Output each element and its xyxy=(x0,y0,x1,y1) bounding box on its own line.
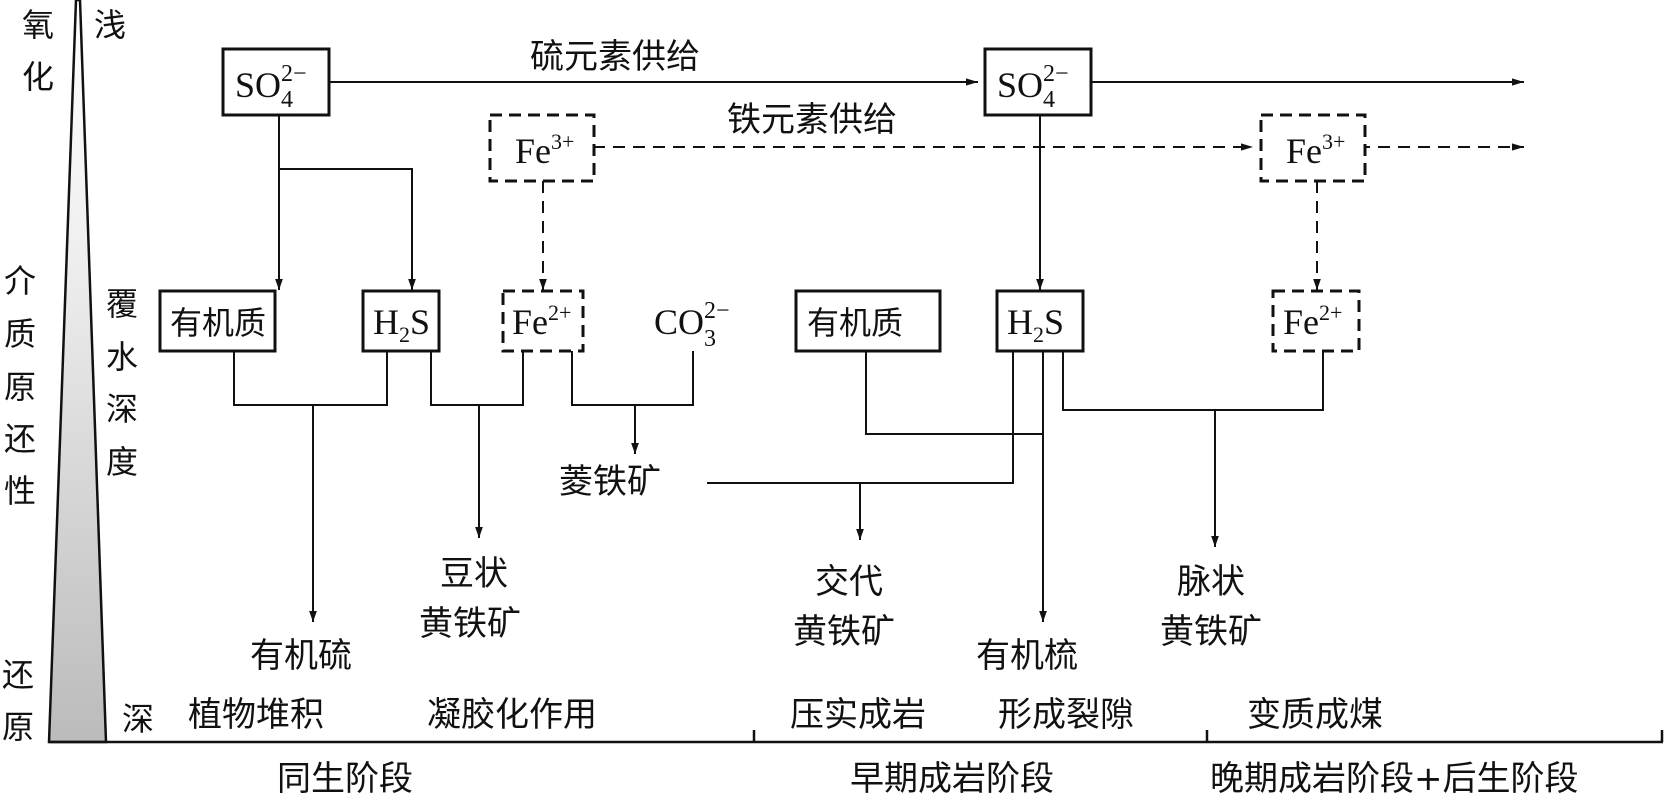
svg-text:豆状: 豆状 xyxy=(440,554,508,594)
stage-label: 同生阶段 xyxy=(277,759,413,799)
sulfate-node-1: SO42− xyxy=(221,47,331,117)
connector-organic-h2s xyxy=(233,351,388,406)
ferrous-iron-node-1: Fe2+ xyxy=(501,289,585,353)
organic-matter-node-2: 有机质 xyxy=(794,289,942,353)
organic-matter-node-1: 有机质 xyxy=(158,289,277,353)
svg-text:Fe2+: Fe2+ xyxy=(1283,300,1342,342)
svg-text:Fe3+: Fe3+ xyxy=(515,129,574,171)
svg-text:有机质: 有机质 xyxy=(170,304,266,342)
svg-text:SO42−: SO42− xyxy=(997,61,1069,113)
ferric-iron-node-2: Fe3+ xyxy=(1259,113,1367,183)
stage-label: 晚期成岩阶段+后生阶段 xyxy=(1210,759,1579,799)
svg-text:H2S: H2S xyxy=(373,302,430,347)
process-label: 变质成煤 xyxy=(1247,695,1383,735)
svg-text:氧: 氧 xyxy=(22,6,54,44)
ferrous-iron-node-2: Fe2+ xyxy=(1271,289,1361,353)
svg-text:Fe2+: Fe2+ xyxy=(512,300,571,342)
svg-text:深: 深 xyxy=(106,390,138,428)
deep-label: 深 xyxy=(122,700,154,738)
svg-text:水: 水 xyxy=(106,338,138,376)
carbonate-node: CO32− xyxy=(654,298,730,352)
svg-text:还: 还 xyxy=(4,420,36,458)
pea-pyrite-label: 豆状 黄铁矿 xyxy=(419,554,521,644)
connector-fe2-co3 xyxy=(571,351,694,406)
svg-text:脉状: 脉状 xyxy=(1177,562,1245,602)
svg-text:Fe3+: Fe3+ xyxy=(1286,129,1345,171)
shallow-label: 浅 xyxy=(94,6,126,44)
svg-text:CO32−: CO32− xyxy=(654,298,730,352)
h2s-node-1: H2S xyxy=(361,289,441,353)
siderite-label: 菱铁矿 xyxy=(559,462,661,502)
water-depth-label: 覆 水 深 度 xyxy=(106,285,138,481)
svg-text:性: 性 xyxy=(4,472,36,510)
svg-text:黄铁矿: 黄铁矿 xyxy=(419,604,521,644)
redox-wedge xyxy=(47,0,108,744)
arrow-so4-to-h2s xyxy=(279,168,416,290)
process-label: 压实成岩 xyxy=(790,695,926,735)
stage-label: 早期成岩阶段 xyxy=(850,759,1054,799)
oxidation-label: 氧 化 xyxy=(22,6,54,96)
vein-pyrite-label: 脉状 黄铁矿 xyxy=(1160,562,1262,652)
organic-sulfur-label: 有机硫 xyxy=(250,636,352,676)
reduction-label: 还 原 xyxy=(2,656,34,746)
process-label: 凝胶化作用 xyxy=(427,695,597,735)
svg-text:有机质: 有机质 xyxy=(807,304,903,342)
svg-text:介: 介 xyxy=(4,262,36,300)
svg-text:原: 原 xyxy=(4,368,36,406)
svg-text:度: 度 xyxy=(106,443,138,481)
ferric-iron-node-1: Fe3+ xyxy=(488,113,596,183)
process-label: 植物堆积 xyxy=(188,695,324,735)
replacement-pyrite-label: 交代 黄铁矿 xyxy=(793,562,895,652)
sulfur-supply-label: 硫元素供给 xyxy=(530,37,700,77)
svg-text:交代: 交代 xyxy=(815,562,883,602)
svg-text:H2S: H2S xyxy=(1007,302,1064,347)
connector-h2s-fe2 xyxy=(430,351,524,406)
svg-text:SO42−: SO42− xyxy=(235,61,307,113)
svg-text:原: 原 xyxy=(2,708,34,746)
svg-text:覆: 覆 xyxy=(106,285,138,323)
svg-text:黄铁矿: 黄铁矿 xyxy=(793,612,895,652)
connector-h2s-fe2-2 xyxy=(1062,351,1324,411)
organic-sulfur-label-2: 有机梳 xyxy=(976,636,1078,676)
connector-h2s-siderite xyxy=(707,351,1014,484)
svg-text:还: 还 xyxy=(2,656,34,694)
h2s-node-2: H2S xyxy=(995,289,1085,353)
sulfate-node-2: SO42− xyxy=(983,47,1093,117)
svg-text:质: 质 xyxy=(4,315,36,353)
connector-organic-h2s-2 xyxy=(865,351,1043,435)
svg-text:化: 化 xyxy=(22,58,54,96)
svg-text:黄铁矿: 黄铁矿 xyxy=(1160,612,1262,652)
process-label: 形成裂隙 xyxy=(998,695,1134,735)
iron-supply-label: 铁元素供给 xyxy=(727,100,897,140)
medium-redox-label: 介 质 原 还 性 xyxy=(4,262,36,510)
